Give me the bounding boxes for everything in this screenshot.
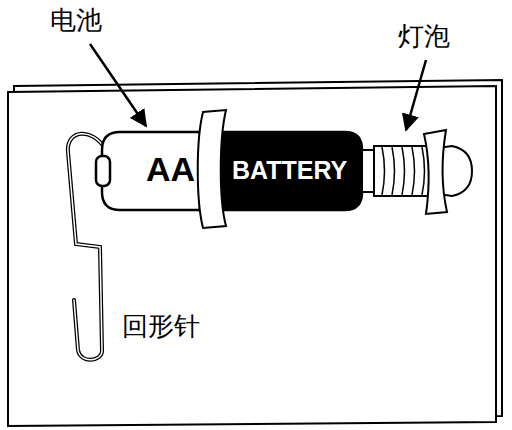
bulb	[362, 146, 472, 196]
battery-print: BATTERY	[232, 157, 347, 185]
battery-print: AA	[146, 151, 195, 188]
battery-positive-end	[102, 132, 200, 210]
part-label: 回形针	[122, 312, 200, 341]
battery	[96, 132, 362, 210]
part-label: 灯泡	[398, 22, 450, 51]
thread-line	[382, 147, 385, 195]
board	[8, 80, 502, 426]
battery-terminal	[96, 156, 110, 186]
thread-line	[412, 147, 415, 195]
leader-arrow	[90, 44, 146, 126]
leader-arrow	[406, 60, 426, 130]
bulb-contact	[362, 150, 374, 192]
part-label: 电池	[50, 6, 102, 35]
thread-line	[392, 147, 395, 195]
tape	[198, 110, 226, 228]
thread-line	[422, 147, 425, 195]
thread-line	[402, 147, 405, 195]
battery-body	[200, 132, 362, 210]
tape	[424, 130, 447, 214]
board-front	[8, 86, 496, 426]
